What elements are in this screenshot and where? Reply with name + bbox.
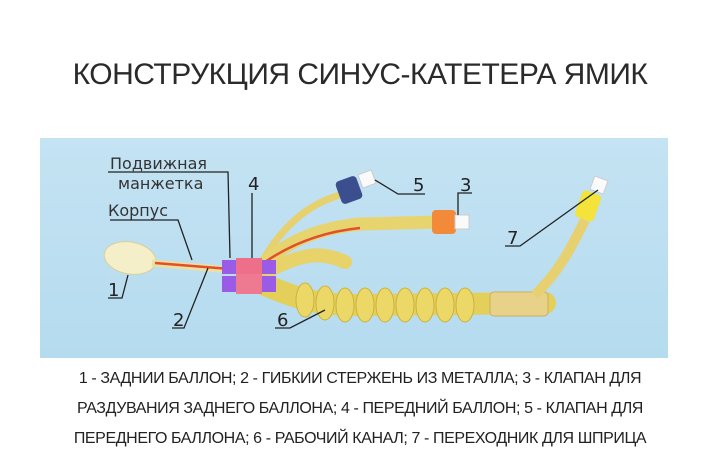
leader-lines (108, 171, 599, 329)
label-6: 6 (277, 310, 288, 331)
valve-3 (260, 210, 470, 267)
front-balloon-cuffs (222, 258, 276, 294)
page-title: КОНСТРУКЦИЯ СИНУС-КАТЕТЕРА ЯМИК (20, 58, 700, 92)
label-movable-cuff-2: манжетка (118, 174, 203, 193)
title-text: КОНСТРУКЦИЯ СИНУС-КАТЕТЕРА ЯМИК (72, 58, 648, 91)
label-2: 2 (173, 310, 184, 331)
label-5: 5 (413, 175, 424, 196)
caption-line: РАЗДУВАНИЯ ЗАДНЕГО БАЛЛОНА; 4 - ПЕРЕДНИЙ… (77, 400, 643, 417)
label-movable-cuff: Подвижная (110, 154, 207, 173)
label-4: 4 (248, 174, 259, 195)
caption-line: ПЕРЕДНЕГО БАЛЛОНА; 6 - РАБОЧИЙ КАНАЛ; 7 … (73, 430, 647, 447)
working-channel (254, 274, 556, 323)
rear-balloon (103, 241, 231, 275)
syringe-adapter (531, 175, 609, 299)
label-3: 3 (460, 175, 471, 196)
bent-tube (263, 248, 352, 277)
label-1: 1 (108, 280, 119, 301)
label-body: Корпус (108, 201, 168, 220)
label-7: 7 (507, 228, 518, 249)
legend-caption: 1 - ЗАДНИИ БАЛЛОН; 2 - ГИБКИИ СТЕРЖЕНЬ И… (30, 364, 690, 454)
caption-line: 1 - ЗАДНИИ БАЛЛОН; 2 - ГИБКИИ СТЕРЖЕНЬ И… (78, 370, 642, 387)
